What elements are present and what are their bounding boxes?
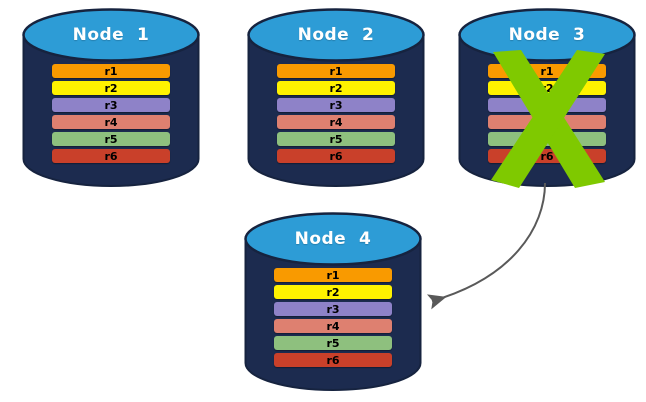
record-label: r1 (104, 64, 118, 78)
cylinder-top-disc (247, 8, 425, 62)
record-row[interactable]: r6 (52, 149, 170, 163)
record-label: r4 (540, 115, 554, 129)
record-row[interactable]: r6 (274, 353, 392, 367)
record-row[interactable]: r5 (274, 336, 392, 350)
record-row[interactable]: r4 (277, 115, 395, 129)
record-label: r6 (104, 149, 118, 163)
cylinder-top-disc (244, 212, 422, 266)
record-row[interactable]: r2 (52, 81, 170, 95)
record-label: r2 (540, 81, 554, 95)
record-row[interactable]: r5 (277, 132, 395, 146)
record-label: r6 (540, 149, 554, 163)
record-row[interactable]: r3 (274, 302, 392, 316)
record-list: r1 r2 r3 r4 r5 r6 (458, 64, 636, 163)
record-label: r5 (540, 132, 554, 146)
record-row[interactable]: r3 (277, 98, 395, 112)
record-label: r1 (329, 64, 343, 78)
record-label: r3 (104, 98, 118, 112)
record-label: r4 (326, 319, 340, 333)
record-row[interactable]: r1 (277, 64, 395, 78)
record-row[interactable]: r4 (52, 115, 170, 129)
record-label: r2 (104, 81, 118, 95)
record-label: r1 (540, 64, 554, 78)
record-row[interactable]: r6 (277, 149, 395, 163)
cylinder-top-disc (458, 8, 636, 62)
record-list: r1 r2 r3 r4 r5 r6 (244, 268, 422, 367)
record-label: r1 (326, 268, 340, 282)
record-row[interactable]: r4 (274, 319, 392, 333)
record-row[interactable]: r2 (277, 81, 395, 95)
record-label: r5 (326, 336, 340, 350)
record-row[interactable]: r2 (488, 81, 606, 95)
record-row[interactable]: r5 (488, 132, 606, 146)
record-row[interactable]: r3 (488, 98, 606, 112)
record-row[interactable]: r3 (52, 98, 170, 112)
record-label: r6 (326, 353, 340, 367)
record-row[interactable]: r6 (488, 149, 606, 163)
record-list: r1 r2 r3 r4 r5 r6 (22, 64, 200, 163)
record-label: r2 (326, 285, 340, 299)
cylinder-top-disc (22, 8, 200, 62)
record-label: r3 (540, 98, 554, 112)
record-row[interactable]: r1 (274, 268, 392, 282)
record-row[interactable]: r4 (488, 115, 606, 129)
record-list: r1 r2 r3 r4 r5 r6 (247, 64, 425, 163)
record-label: r4 (104, 115, 118, 129)
record-row[interactable]: r5 (52, 132, 170, 146)
record-label: r6 (329, 149, 343, 163)
record-label: r5 (104, 132, 118, 146)
record-label: r5 (329, 132, 343, 146)
record-label: r4 (329, 115, 343, 129)
record-label: r2 (329, 81, 343, 95)
record-row[interactable]: r1 (52, 64, 170, 78)
record-row[interactable]: r2 (274, 285, 392, 299)
record-label: r3 (329, 98, 343, 112)
record-row[interactable]: r1 (488, 64, 606, 78)
record-label: r3 (326, 302, 340, 316)
